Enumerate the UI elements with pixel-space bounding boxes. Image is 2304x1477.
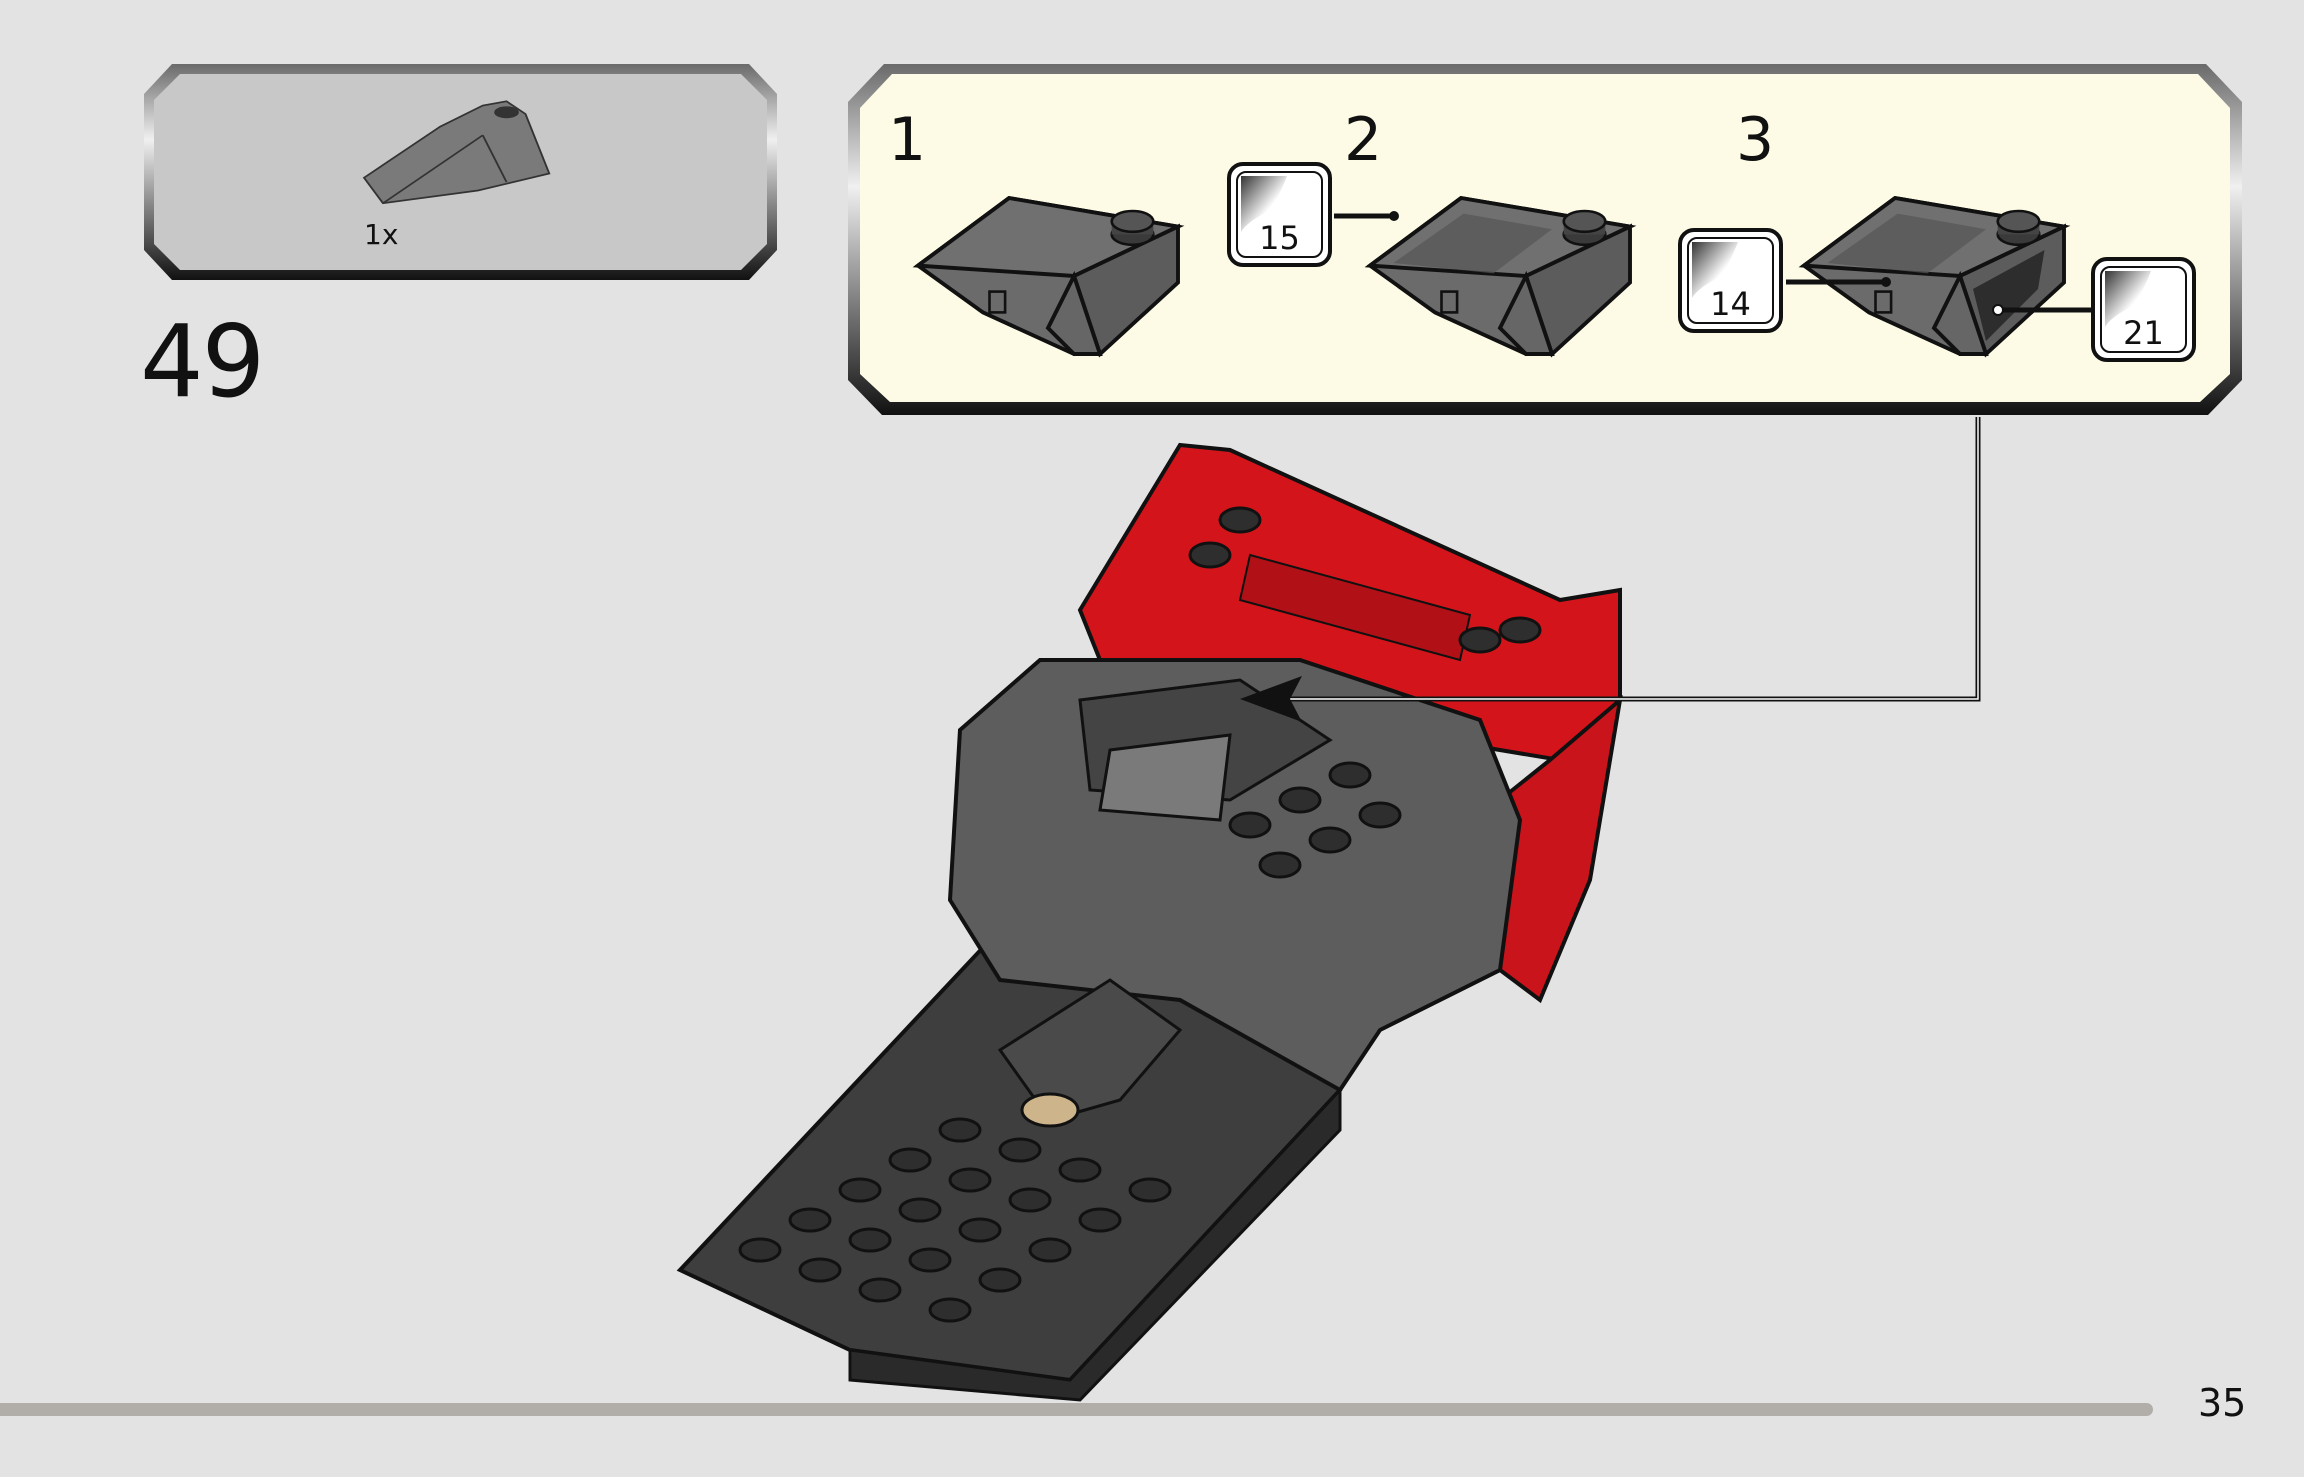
substep-number: 2: [1344, 105, 1383, 175]
substep-2-brick: [1368, 196, 1632, 356]
parts-list-box: 1x: [142, 62, 779, 282]
sticker-icon: [1692, 242, 1738, 298]
substep-3-brick: [1802, 196, 2066, 356]
model-studs: [738, 1117, 1172, 1323]
substep-number: 3: [1736, 105, 1775, 175]
sticker-callout: 21: [2091, 257, 2196, 362]
connector-arrow: [1240, 417, 1981, 722]
model-body-grey: [947, 658, 1523, 1128]
page-number: 35: [2198, 1381, 2247, 1425]
sticker-callout: 14: [1678, 228, 1783, 333]
page-footer-bar: [0, 1403, 2153, 1416]
sub-assembly-box: 1 2 3 15 14 21: [846, 62, 2244, 417]
part-quantity: 1x: [364, 218, 399, 251]
step-number: 49: [140, 303, 265, 420]
sticker-icon: [1241, 176, 1287, 232]
arrow-head-icon: [1240, 676, 1302, 722]
substep-number: 1: [888, 105, 927, 175]
model-top-studs: [1188, 506, 1542, 879]
sticker-icon: [2105, 271, 2151, 327]
sticker-callout: 15: [1227, 162, 1332, 267]
tan-pin: [1020, 1092, 1080, 1128]
wedge-brick-part-icon: [362, 100, 551, 205]
